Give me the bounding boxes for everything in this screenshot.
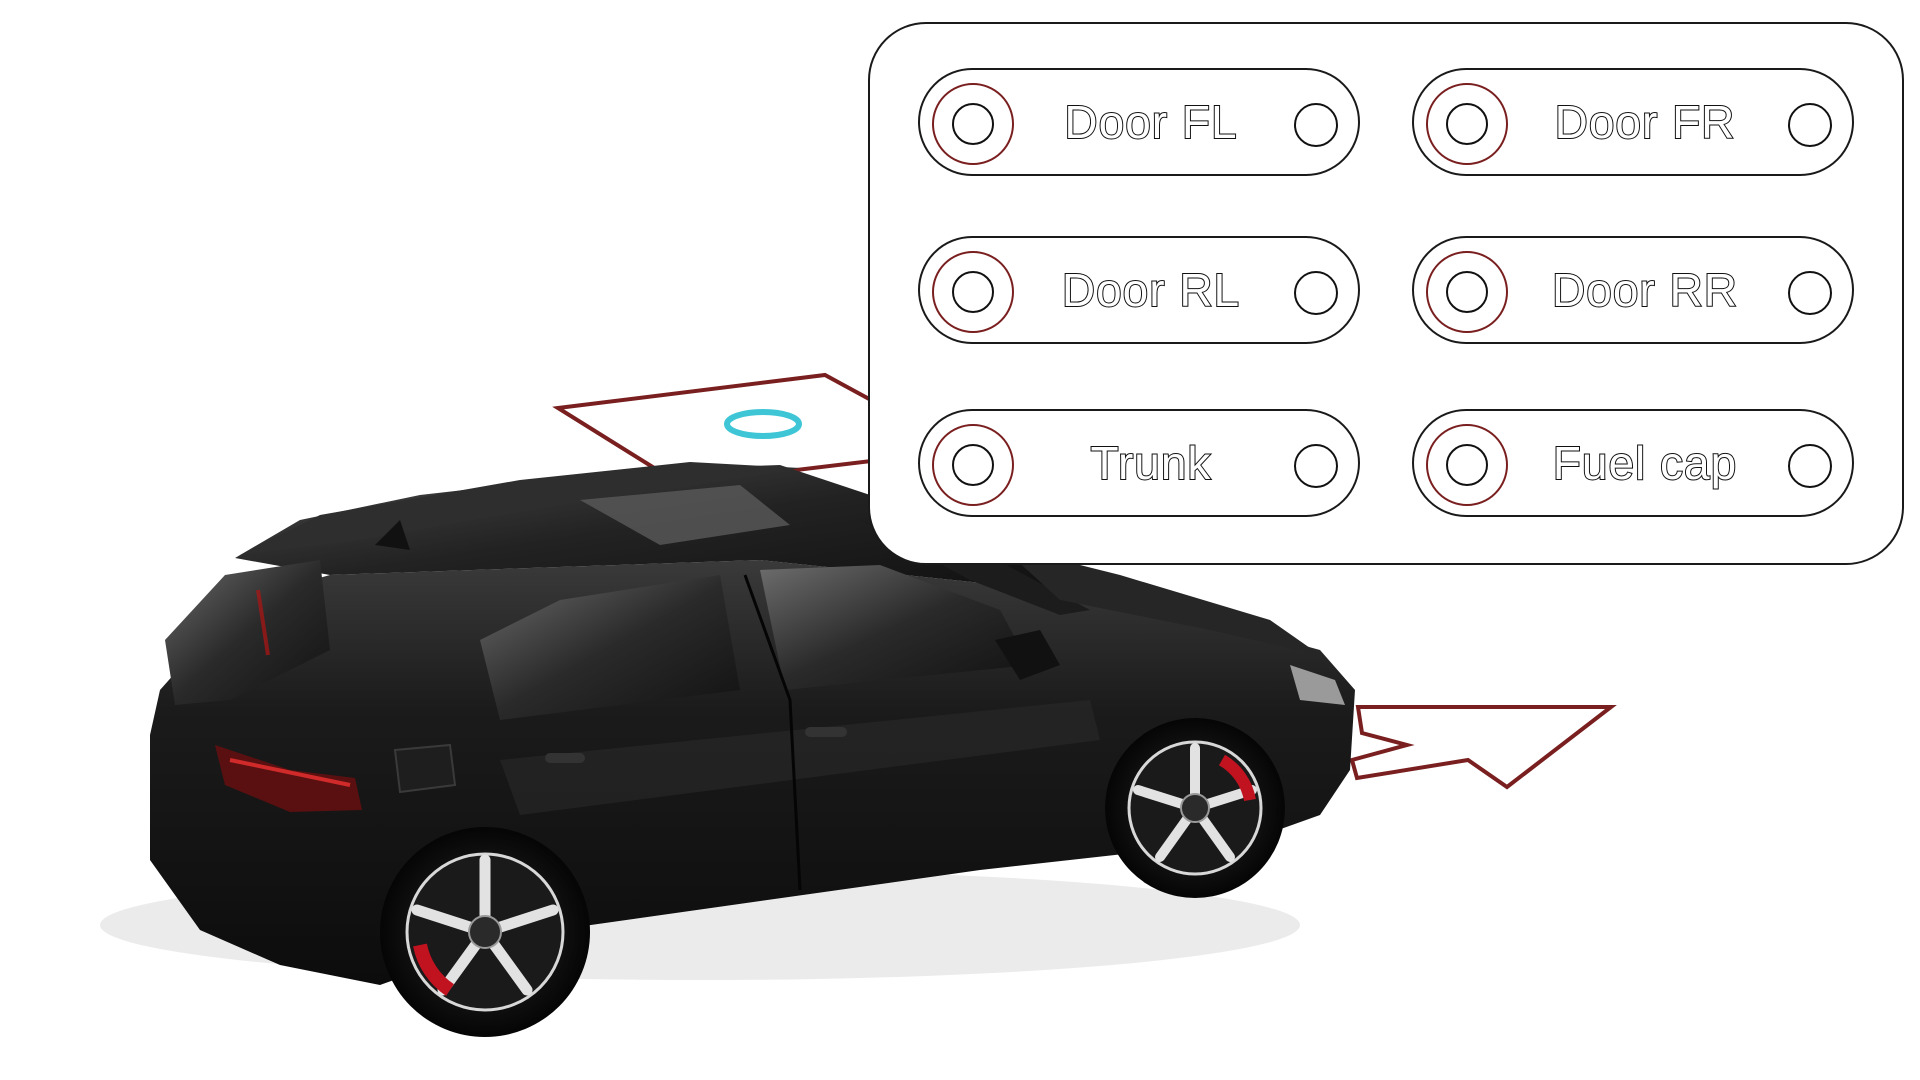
fuel-cap-button[interactable]: Fuel cap: [1412, 409, 1854, 517]
taillight: [215, 745, 362, 812]
rear-wheel: [380, 827, 590, 1037]
door-fl-button[interactable]: Door FL: [918, 68, 1360, 176]
door-rr-status-dot-icon: [1446, 271, 1488, 313]
trunk-toggle-icon[interactable]: [1294, 444, 1338, 488]
door-fr-status-ring-icon: [1426, 83, 1508, 165]
front-wheel: [1105, 718, 1285, 898]
trunk-label: Trunk: [1090, 436, 1212, 490]
side-mirror: [995, 630, 1060, 680]
door-rr-button[interactable]: Door RR: [1412, 236, 1854, 344]
rear-door-handle: [545, 753, 585, 763]
rear-brake-caliper: [413, 943, 455, 996]
roof-antenna-ring-icon[interactable]: [724, 409, 802, 439]
trunk-button[interactable]: Trunk: [918, 409, 1360, 517]
door-fl-label: Door FL: [1063, 95, 1238, 149]
door-rl-label: Door RL: [1061, 263, 1241, 317]
trunk-status-ring-icon: [932, 424, 1014, 506]
door-rl-button[interactable]: Door RL: [918, 236, 1360, 344]
door-rl-toggle-icon[interactable]: [1294, 271, 1338, 315]
fuel-cap-toggle-icon[interactable]: [1788, 444, 1832, 488]
door-fl-toggle-icon[interactable]: [1294, 103, 1338, 147]
door-fr-toggle-icon[interactable]: [1788, 103, 1832, 147]
door-fl-status-ring-icon: [932, 83, 1014, 165]
door-fr-status-dot-icon: [1446, 103, 1488, 145]
door-rl-status-dot-icon: [952, 271, 994, 313]
front-brake-caliper: [1218, 754, 1256, 802]
trunk-status-dot-icon: [952, 444, 994, 486]
door-fr-button[interactable]: Door FR: [1412, 68, 1854, 176]
door-fr-label: Door FR: [1554, 95, 1736, 149]
fuel-flap: [393, 743, 457, 794]
door-rr-status-ring-icon: [1426, 251, 1508, 333]
door-rl-status-ring-icon: [932, 251, 1014, 333]
fuel-cap-status-dot-icon: [1446, 444, 1488, 486]
door-fl-status-dot-icon: [952, 103, 994, 145]
front-direction-arrow-icon: [1349, 705, 1617, 790]
fuel-cap-status-ring-icon: [1426, 424, 1508, 506]
front-door-handle: [805, 727, 847, 737]
door-rr-toggle-icon[interactable]: [1788, 271, 1832, 315]
fuel-cap-label: Fuel cap: [1552, 436, 1738, 490]
door-rr-label: Door RR: [1551, 263, 1738, 317]
headlight: [1290, 665, 1345, 705]
